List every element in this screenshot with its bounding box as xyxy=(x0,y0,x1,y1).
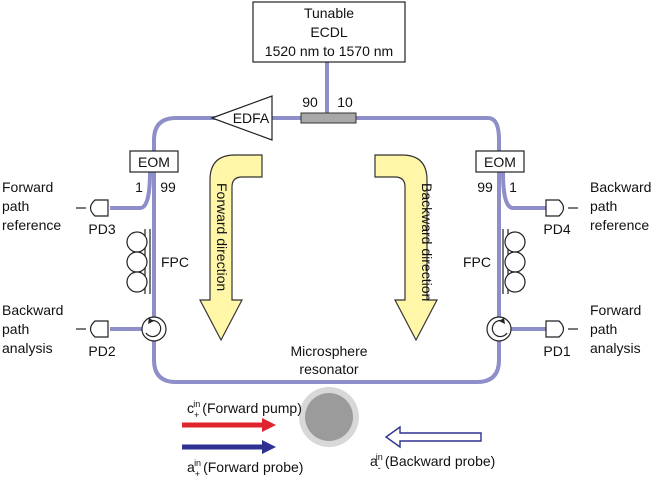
right-fpc-label: FPC xyxy=(463,254,491,270)
backward-probe-arrow xyxy=(384,425,482,449)
fiber-coupler: 90 10 xyxy=(300,94,357,124)
forward-direction-label: Forward direction xyxy=(214,183,230,291)
pd4-label: PD4 xyxy=(543,221,570,237)
left-top-label-1: Forward xyxy=(2,179,53,195)
photodetector-icon xyxy=(545,320,565,338)
left-bottom-label-3: analysis xyxy=(2,340,53,356)
left-tap-fiber xyxy=(110,171,152,210)
pd3-label: PD3 xyxy=(88,221,115,237)
fiber-paddles-icon xyxy=(504,271,526,293)
right-top-label-3: reference xyxy=(590,217,649,233)
pd3-photodetector: PD3 xyxy=(76,199,116,237)
backward-direction-label: Backward direction xyxy=(419,183,435,301)
bent-arrow-icon xyxy=(374,154,438,342)
pd4-photodetector: PD4 xyxy=(543,199,578,237)
left-split-99: 99 xyxy=(160,179,176,195)
edfa-amplifier: EDFA xyxy=(210,95,273,141)
back-probe-legend: a-in(Backward probe) xyxy=(370,452,495,473)
left-circulator xyxy=(141,316,167,342)
fiber-paddles-icon xyxy=(126,271,148,293)
left-bottom-label-1: Backward xyxy=(2,302,63,318)
pump-symbol: c+in(Forward pump) xyxy=(187,399,302,420)
laser-label-2: ECDL xyxy=(310,24,348,40)
right-split-99: 99 xyxy=(477,179,493,195)
laser-source: Tunable ECDL 1520 nm to 1570 nm xyxy=(252,1,406,63)
triangle-amplifier-icon xyxy=(210,95,273,141)
backward-direction-arrow: Backward direction xyxy=(374,154,438,342)
photodetector-icon xyxy=(89,320,109,338)
laser-label-1: Tunable xyxy=(304,5,354,21)
right-fpc: FPC xyxy=(463,229,526,294)
right-top-label-2: path xyxy=(590,198,617,214)
forward-direction-arrow: Forward direction xyxy=(199,154,263,342)
right-eom: EOM xyxy=(475,150,525,173)
right-split-1: 1 xyxy=(509,179,517,195)
fiber-paddles-icon xyxy=(504,251,526,273)
left-top-label-2: path xyxy=(2,198,29,214)
back-probe-symbol: a-in(Backward probe) xyxy=(370,452,495,473)
left-top-label-3: reference xyxy=(2,217,61,233)
edfa-label: EDFA xyxy=(233,110,270,126)
pd1-label: PD1 xyxy=(543,343,570,359)
pump-legend: c+in(Forward pump) xyxy=(187,399,302,420)
fiber-paddles-icon xyxy=(504,231,526,253)
coupler-port-90: 90 xyxy=(302,94,318,110)
bent-arrow-icon xyxy=(199,154,263,342)
fiber-paddles-icon xyxy=(126,231,148,253)
left-eom-label: EOM xyxy=(138,154,170,170)
fiber-loop xyxy=(152,116,501,384)
coupler-port-10: 10 xyxy=(337,94,353,110)
right-eom-label: EOM xyxy=(484,154,516,170)
right-top-label-1: Backward xyxy=(590,179,651,195)
left-split-1: 1 xyxy=(135,179,143,195)
left-fpc: FPC xyxy=(126,229,189,294)
probe-legend: a+in(Forward probe) xyxy=(187,458,303,479)
forward-pump-arrow xyxy=(182,418,276,432)
photodetector-icon xyxy=(545,199,565,217)
forward-probe-arrow xyxy=(182,440,276,454)
left-fpc-label: FPC xyxy=(161,254,189,270)
pd2-photodetector: PD2 xyxy=(76,320,116,359)
right-bottom-label-1: Forward xyxy=(590,302,641,318)
resonator-label-1: Microsphere xyxy=(290,343,367,359)
microsphere xyxy=(299,387,359,447)
laser-label-3: 1520 nm to 1570 nm xyxy=(265,43,393,59)
fiber-paddles-icon xyxy=(126,251,148,273)
left-bottom-label-2: path xyxy=(2,321,29,337)
photodetector-icon xyxy=(89,199,109,217)
right-circulator xyxy=(486,316,512,342)
left-eom: EOM xyxy=(129,150,179,173)
resonator-label-2: resonator xyxy=(299,361,358,377)
pd2-label: PD2 xyxy=(88,343,115,359)
probe-symbol: a+in(Forward probe) xyxy=(187,458,303,479)
right-tap-fiber xyxy=(501,171,546,210)
right-bottom-label-3: analysis xyxy=(590,340,641,356)
pd1-photodetector: PD1 xyxy=(543,320,578,359)
right-bottom-label-2: path xyxy=(590,321,617,337)
